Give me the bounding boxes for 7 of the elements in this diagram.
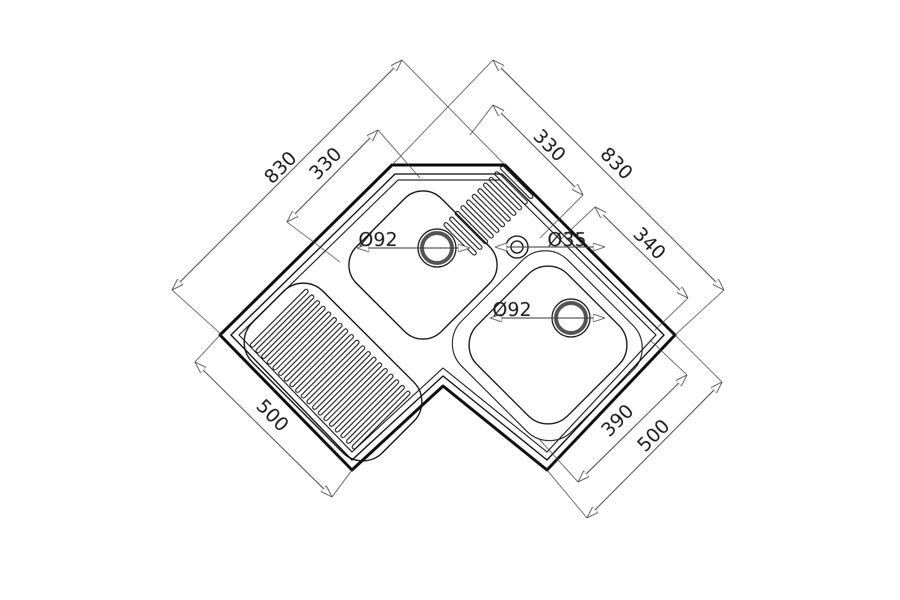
- dimension-label: 830: [260, 147, 302, 188]
- dimension-label: 330: [305, 143, 346, 184]
- dimension-label: 500: [252, 395, 293, 436]
- dimension-label: 330: [528, 125, 570, 166]
- diameter-label: Ø92: [492, 299, 532, 321]
- dimension-label: 340: [628, 223, 670, 264]
- dimension-label: 830: [596, 143, 637, 184]
